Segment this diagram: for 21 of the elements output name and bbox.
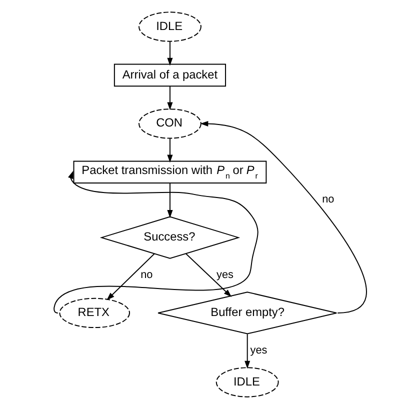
node-box: Packet transmission with P$_{n}$ or P$_{r}$ <box>72 160 266 184</box>
edge-label: no <box>140 269 152 282</box>
arrow <box>166 182 172 218</box>
arrow <box>166 86 172 110</box>
arrow <box>185 253 232 298</box>
node-ellipse: RETX <box>58 298 130 328</box>
arrow <box>200 120 366 314</box>
arrow <box>166 41 172 66</box>
edge-label: yes <box>250 344 267 356</box>
arrow <box>53 170 258 314</box>
node-ellipse: IDLE <box>215 367 278 398</box>
arrow <box>106 253 154 300</box>
node-diamond: Buffer empty? <box>157 292 337 334</box>
arrow <box>244 334 250 369</box>
node-box: Arrival of a packet <box>113 64 226 87</box>
arrow <box>166 138 172 163</box>
node-ellipse: CON <box>138 108 201 139</box>
edge-label: no <box>322 194 334 206</box>
node-diamond: Success? <box>99 216 240 259</box>
node-ellipse: IDLE <box>138 12 201 42</box>
edge-label: yes <box>216 269 234 282</box>
